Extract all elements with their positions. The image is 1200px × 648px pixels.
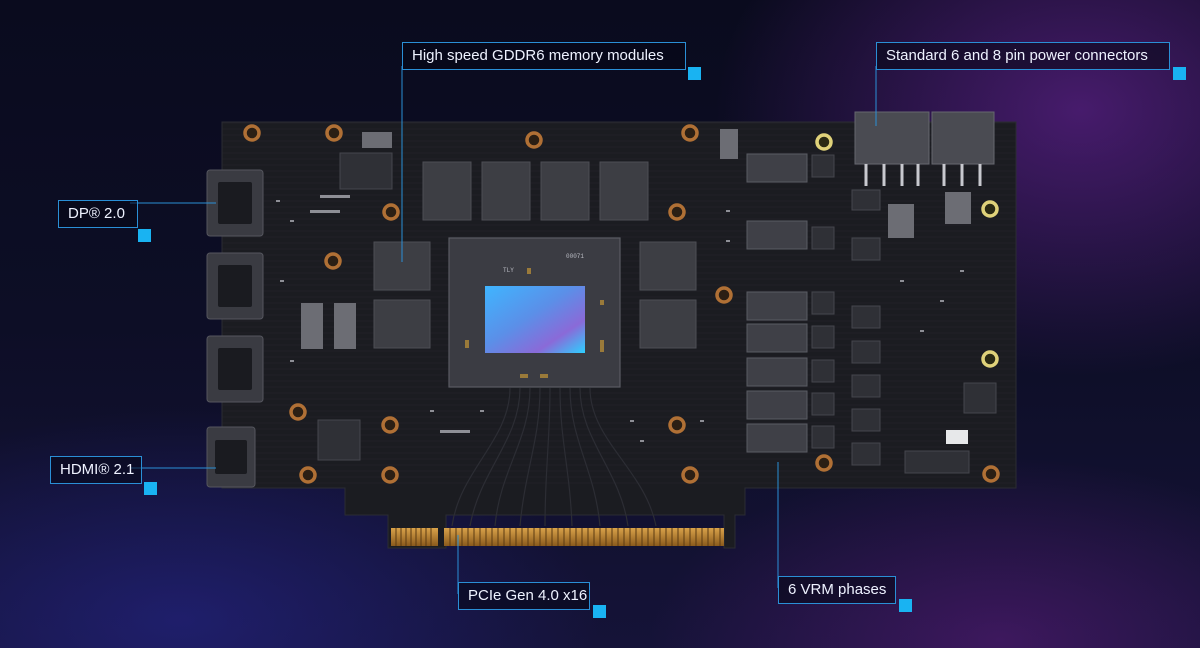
callout-vrm-label: 6 VRM phases [788,581,887,598]
callout-hdmi-label: HDMI® 2.1 [60,461,135,478]
callout-hdmi-marker [144,482,157,495]
callout-pcie-marker [593,605,606,618]
gpu-die [485,286,585,353]
callout-dp-marker [138,229,151,242]
callout-memory-marker [688,67,701,80]
callout-hdmi: HDMI® 2.1 [50,456,142,484]
callout-dp-label: DP® 2.0 [68,205,125,222]
memory-modules [373,161,697,349]
callout-power-marker [1173,67,1186,80]
power-connector-6pin [854,111,930,165]
die-marking: TLY [503,267,514,274]
callout-pcie: PCIe Gen 4.0 x16 [458,582,590,610]
callout-memory: High speed GDDR6 memory modules [402,42,686,70]
power-connector-8pin [931,111,995,165]
package-marking: 00071 [566,253,584,260]
callout-power: Standard 6 and 8 pin power connectors [876,42,1170,70]
callout-pcie-label: PCIe Gen 4.0 x16 [468,587,588,604]
vrm-chokes [746,153,808,453]
callout-power-label: Standard 6 and 8 pin power connectors [886,47,1148,64]
callout-memory-label: High speed GDDR6 memory modules [412,47,664,64]
callout-vrm-marker [899,599,912,612]
callout-dp: DP® 2.0 [58,200,138,228]
callout-vrm: 6 VRM phases [778,576,896,604]
power-connectors [854,111,995,165]
